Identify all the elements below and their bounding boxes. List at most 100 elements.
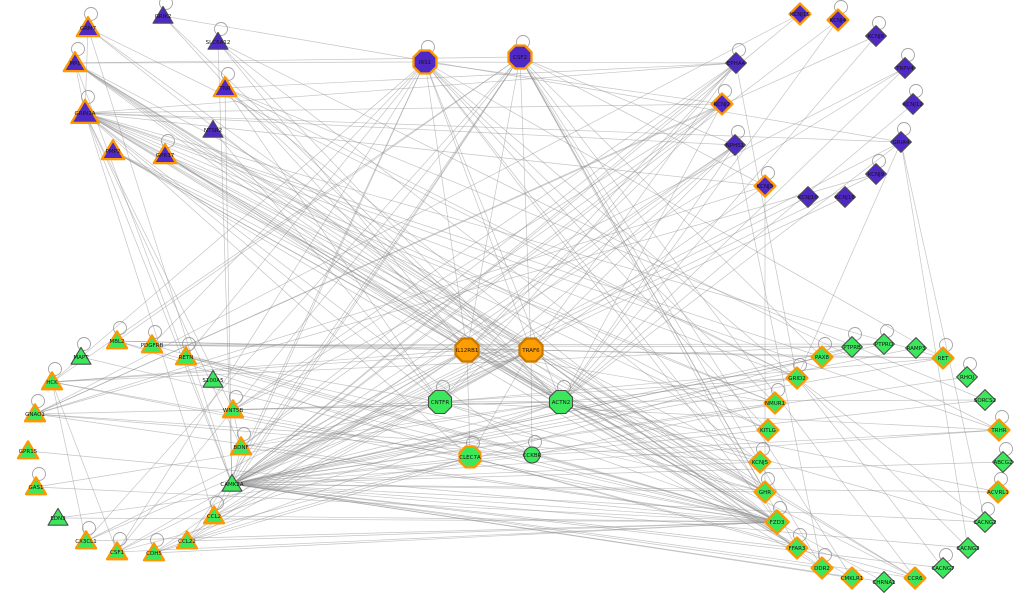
node-MBL2[interactable]: MBL2 bbox=[105, 330, 129, 350]
node-CLEC7A[interactable]: CLEC7A bbox=[458, 445, 482, 469]
node-GPR15[interactable]: GPR15 bbox=[16, 440, 40, 460]
node-PTPRB[interactable]: PTPRB bbox=[841, 336, 863, 358]
node-ACVRL1[interactable]: ACVRL1 bbox=[986, 480, 1010, 504]
node-KCNJ4[interactable]: KCNJ4 bbox=[826, 8, 850, 32]
octagon-shape bbox=[507, 44, 533, 70]
edge-KCNJ5-GNAO1 bbox=[34, 413, 761, 463]
edge-TRAF6-NPHS1 bbox=[530, 144, 736, 351]
edge-CNTFR-GRID2 bbox=[439, 377, 798, 403]
node-WNT5B[interactable]: WNT5B bbox=[221, 399, 245, 419]
edge-CAMK2A-GRM7 bbox=[87, 27, 233, 485]
node-MAPT[interactable]: MAPT bbox=[70, 346, 92, 365]
node-KCNJ3[interactable]: KCNJ3 bbox=[753, 174, 777, 198]
edge-TNR-GRID2 bbox=[224, 87, 798, 379]
triangle-shape bbox=[105, 330, 129, 350]
node-ACTN2[interactable]: ACTN2 bbox=[548, 389, 574, 415]
edge-SLC6A12-IL12RB1 bbox=[217, 41, 468, 351]
edge-CAMK2A-DDR2 bbox=[231, 483, 823, 569]
edge-EPHA4-WNT5B bbox=[232, 62, 737, 411]
diamond-shape bbox=[902, 93, 924, 115]
node-CACNG3[interactable]: CACNG3 bbox=[956, 537, 980, 559]
edge-GPR37-NMUR1 bbox=[164, 154, 776, 404]
node-KCNJ6[interactable]: KCNJ6 bbox=[865, 25, 887, 47]
node-PDGFRB[interactable]: PDGFRB bbox=[140, 334, 164, 354]
edge-GRIA4-CACNG2 bbox=[900, 141, 986, 523]
edge-NPHS1-CDH5 bbox=[153, 144, 736, 554]
edge-FZD3-GPR15 bbox=[27, 450, 778, 523]
node-IRS1[interactable]: IRS1 bbox=[412, 49, 438, 75]
node-CNTFR[interactable]: CNTFR bbox=[427, 389, 453, 415]
diamond-shape bbox=[725, 52, 747, 74]
node-GRIK2[interactable]: GRIK2 bbox=[152, 5, 174, 24]
node-TRAF6[interactable]: TRAF6 bbox=[518, 337, 544, 363]
node-GRIN2A[interactable]: GRIN2A bbox=[70, 98, 100, 125]
edge-ACTN2-CHRNA1 bbox=[560, 401, 885, 583]
node-DDR2[interactable]: DDR2 bbox=[810, 556, 834, 580]
node-GRIA4[interactable]: GRIA4 bbox=[890, 131, 912, 153]
node-KITLG[interactable]: KITLG bbox=[756, 418, 780, 442]
node-CCL22[interactable]: CCL22 bbox=[175, 530, 199, 550]
node-KCNJ15[interactable]: KCNJ15 bbox=[788, 2, 812, 26]
diamond-shape bbox=[890, 131, 912, 153]
node-NTSR2[interactable]: NTSR2 bbox=[202, 119, 224, 138]
node-S100A5[interactable]: S100A5 bbox=[202, 369, 224, 388]
edge-CAMK2A-GHR bbox=[231, 483, 766, 493]
node-CCKBR[interactable]: CCKBR bbox=[523, 446, 542, 464]
node-TRHR[interactable]: TRHR bbox=[987, 418, 1011, 442]
triangle-shape bbox=[100, 139, 126, 161]
edge-ACTN2-CCL2 bbox=[213, 401, 562, 517]
edge-CAMK2A-FFAR3 bbox=[231, 483, 798, 549]
edge-FZD3-TNR bbox=[224, 87, 778, 523]
edge-PDGFRB-PTPRB bbox=[151, 344, 853, 348]
node-CX3CL1[interactable]: CX3CL1 bbox=[74, 530, 98, 550]
diamond-shape bbox=[753, 480, 777, 504]
edge-MPL-CSF2 bbox=[74, 56, 521, 64]
triangle-shape bbox=[221, 473, 243, 492]
triangle-shape bbox=[40, 371, 64, 391]
node-KCNJ10[interactable]: KCNJ10 bbox=[797, 186, 819, 208]
node-SLC6A12[interactable]: SLC6A12 bbox=[206, 31, 231, 50]
node-CCL2[interactable]: CCL2 bbox=[202, 505, 226, 525]
edge-IL12RB1-GHR bbox=[466, 349, 766, 493]
node-CACNG2[interactable]: CACNG2 bbox=[973, 511, 997, 533]
node-HCK[interactable]: HCK bbox=[40, 371, 64, 391]
triangle-shape bbox=[212, 76, 238, 98]
node-PTPRO[interactable]: PTPRO bbox=[873, 333, 895, 355]
diamond-shape bbox=[763, 391, 787, 415]
node-ABCG2[interactable]: ABCG2 bbox=[992, 451, 1014, 473]
edge-IRS1-EPHA4 bbox=[424, 61, 737, 64]
node-KCNJ16[interactable]: KCNJ16 bbox=[834, 186, 856, 208]
node-RHOJ[interactable]: RHOJ bbox=[956, 366, 978, 388]
node-RAMP3[interactable]: RAMP3 bbox=[905, 337, 927, 359]
edge-NTSR2-CNTFR bbox=[212, 129, 441, 403]
edge-IL12RB1-HCK bbox=[51, 349, 468, 383]
edge-MPL-IRS1 bbox=[74, 61, 426, 64]
node-TNR[interactable]: TNR bbox=[212, 76, 238, 98]
node-CDH5[interactable]: CDH5 bbox=[142, 542, 166, 562]
edge-FZD3-WNT5B bbox=[232, 409, 778, 523]
node-CSF1[interactable]: CSF1 bbox=[105, 541, 129, 561]
edge-CLEC7A-HCK bbox=[51, 381, 471, 458]
node-MPL[interactable]: MPL bbox=[62, 51, 88, 73]
edge-CAMK2A-KITLG bbox=[231, 429, 769, 485]
node-CCR6[interactable]: CCR6 bbox=[903, 566, 927, 590]
triangle-shape bbox=[140, 334, 164, 354]
node-CACNG7[interactable]: CACNG7 bbox=[931, 557, 955, 579]
triangle-shape bbox=[75, 16, 101, 38]
node-GRM7[interactable]: GRM7 bbox=[75, 16, 101, 38]
node-KCNJ12[interactable]: KCNJ12 bbox=[902, 93, 924, 115]
edge-GRID2-CACNG7 bbox=[796, 377, 944, 569]
edge-CAMK2A-ACVRL1 bbox=[231, 483, 999, 493]
edge-FZD3-CDH5 bbox=[153, 521, 778, 554]
edge-CSF2-MBL2 bbox=[116, 56, 521, 342]
node-SORCS2[interactable]: SORCS2 bbox=[974, 389, 996, 411]
node-IL12RB1[interactable]: IL12RB1 bbox=[454, 337, 480, 363]
edge-CAMK2A-CSF2 bbox=[231, 56, 521, 485]
edge-CSF1-HCK bbox=[51, 381, 118, 553]
edge-CAMK2A-CACNG7 bbox=[231, 483, 944, 569]
node-CSF2[interactable]: CSF2 bbox=[507, 44, 533, 70]
edge-CNTFR-BDNF bbox=[240, 401, 441, 448]
triangle-shape bbox=[221, 399, 245, 419]
node-GNAO1[interactable]: GNAO1 bbox=[23, 403, 47, 423]
edge-IRS1-RET bbox=[424, 61, 944, 359]
